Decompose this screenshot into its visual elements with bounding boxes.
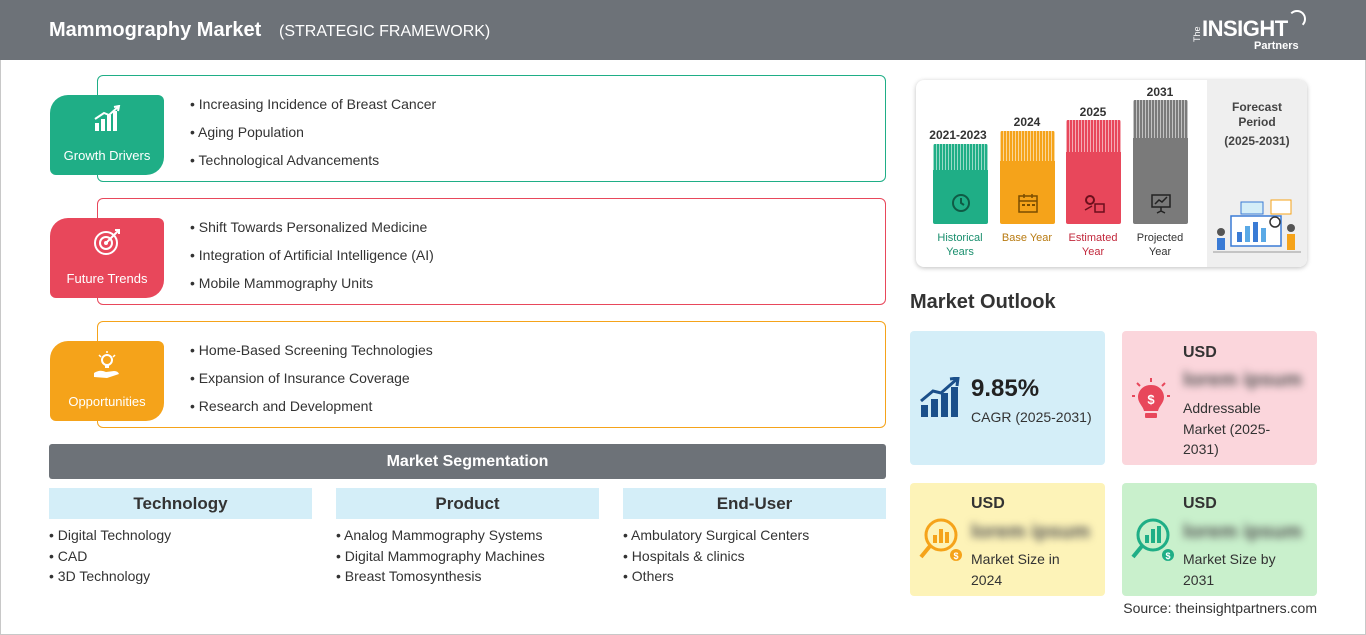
list-item: Shift Towards Personalized Medicine	[190, 217, 434, 245]
bar-base	[1000, 131, 1055, 224]
bar-growth-icon	[94, 105, 121, 131]
list-item: Breast Tomosynthesis	[336, 566, 599, 587]
list-item: Research and Development	[190, 396, 433, 424]
list-item: Mobile Mammography Units	[190, 273, 434, 301]
bar-stripes	[1133, 100, 1188, 138]
opportunities-list: Home-Based Screening Technologies Expans…	[190, 340, 433, 424]
source-credit: Source: theinsightpartners.com	[1123, 600, 1317, 616]
list-item: Digital Mammography Machines	[336, 546, 599, 567]
bar-label: Historical Years	[937, 232, 983, 258]
size-2031-value: lorem ipsum	[1183, 521, 1302, 543]
growth-drivers-list: Increasing Incidence of Breast Cancer Ag…	[190, 94, 436, 178]
logo-arc-icon	[1288, 10, 1306, 28]
market-size-2024-card: $ USD lorem ipsum Market Size in 2024	[910, 483, 1105, 596]
list-item: Aging Population	[190, 122, 436, 150]
list-item: Others	[623, 566, 886, 587]
future-trends-box: Shift Towards Personalized Medicine Inte…	[97, 198, 886, 305]
segment-end-user: End-User Ambulatory Surgical Centers Hos…	[623, 488, 886, 587]
badge-label: Growth Drivers	[63, 148, 151, 163]
market-size-2031-card: $ USD lorem ipsum Market Size by 2031	[1122, 483, 1317, 596]
cagr-card: 9.85% CAGR (2025-2031)	[910, 331, 1105, 465]
cagr-label: CAGR (2025-2031)	[971, 409, 1092, 425]
size-2024-value: lorem ipsum	[971, 521, 1090, 543]
lightbulb-dollar-icon: $	[1132, 378, 1170, 418]
logo-the-text: The	[1192, 26, 1202, 42]
bar-stripes	[1000, 131, 1055, 161]
bar-estimated	[1066, 120, 1121, 224]
size-2031-currency: USD	[1183, 495, 1217, 512]
segment-heading: Technology	[49, 488, 312, 519]
market-outlook-title: Market Outlook	[910, 291, 1056, 313]
forecast-period-panel: Forecast Period (2025-2031)	[1207, 80, 1307, 267]
logo-main-text: INSIGHT	[1202, 16, 1288, 41]
size-2031-label: Market Size by 2031	[1183, 551, 1276, 588]
bar-year: 2021-2023	[929, 128, 987, 142]
size-2024-label: Market Size in 2024	[971, 551, 1060, 588]
target-icon	[94, 229, 120, 255]
forecast-line-1: Forecast	[1231, 100, 1283, 114]
forecast-line-2: Period	[1238, 115, 1276, 129]
estimate-gear-icon	[1084, 195, 1105, 213]
bar-stripes	[1066, 120, 1121, 152]
list-item: Expansion of Insurance Coverage	[190, 368, 433, 396]
list-item: Digital Technology	[49, 525, 312, 546]
forecast-line-3: (2025-2031)	[1224, 134, 1290, 148]
bar-label: Base Year	[1001, 232, 1053, 244]
bar-stripes	[933, 144, 988, 170]
analytics-people-icon	[1213, 199, 1301, 253]
growth-drivers-badge: Growth Drivers	[50, 95, 164, 175]
segmentation-title: Market Segmentation	[49, 444, 886, 479]
list-item: Analog Mammography Systems	[336, 525, 599, 546]
segment-heading: End-User	[623, 488, 886, 519]
presentation-chart-icon	[1151, 194, 1171, 214]
insight-partners-logo[interactable]: The INSIGHT Partners	[1190, 10, 1310, 54]
list-item: Home-Based Screening Technologies	[190, 340, 433, 368]
list-item: 3D Technology	[49, 566, 312, 587]
list-item: Ambulatory Surgical Centers	[623, 525, 886, 546]
segment-technology: Technology Digital Technology CAD 3D Tec…	[49, 488, 312, 587]
cagr-value: 9.85%	[971, 375, 1040, 402]
svg-text:$: $	[953, 551, 958, 561]
list-item: CAD	[49, 546, 312, 567]
svg-text:$: $	[1165, 551, 1170, 561]
addressable-market-card: $ USD lorem ipsum Addressable Market (20…	[1122, 331, 1317, 465]
future-trends-list: Shift Towards Personalized Medicine Inte…	[190, 217, 434, 301]
lightbulb-hand-icon	[94, 351, 119, 378]
growth-drivers-box: Increasing Incidence of Breast Cancer Ag…	[97, 75, 886, 182]
opportunities-badge: Opportunities	[50, 341, 164, 421]
list-item: Integration of Artificial Intelligence (…	[190, 245, 434, 273]
bar-year: 2031	[1146, 85, 1174, 99]
segment-product: Product Analog Mammography Systems Digit…	[336, 488, 599, 587]
svg-text:$: $	[1147, 392, 1155, 407]
history-clock-icon	[952, 194, 970, 212]
future-trends-badge: Future Trends	[50, 218, 164, 298]
addressable-currency: USD	[1183, 344, 1217, 361]
bar-label: Projected Year	[1136, 232, 1184, 258]
magnifier-chart-icon: $	[919, 518, 962, 561]
header-bar: Mammography Market (STRATEGIC FRAMEWORK)…	[0, 0, 1366, 60]
logo-partners-text: Partners	[1254, 40, 1299, 52]
list-item: Increasing Incidence of Breast Cancer	[190, 94, 436, 122]
bar-projected	[1133, 100, 1188, 224]
bar-label: Estimated Year	[1068, 232, 1118, 258]
bar-year: 2024	[1013, 115, 1041, 129]
segment-heading: Product	[336, 488, 599, 519]
calendar-icon	[1018, 194, 1038, 213]
list-item: Technological Advancements	[190, 150, 436, 178]
growth-chart-icon	[920, 377, 960, 417]
list-item: Hospitals & clinics	[623, 546, 886, 567]
size-2024-currency: USD	[971, 495, 1005, 512]
page-title: Mammography Market	[49, 19, 262, 41]
page-subtitle: (STRATEGIC FRAMEWORK)	[279, 23, 491, 40]
bar-year: 2025	[1079, 105, 1107, 119]
addressable-label: Addressable Market (2025-2031)	[1183, 400, 1271, 457]
magnifier-growth-icon: $	[1131, 518, 1174, 561]
badge-label: Future Trends	[66, 271, 148, 286]
addressable-value: lorem ipsum	[1183, 369, 1302, 391]
badge-label: Opportunities	[68, 394, 146, 409]
opportunities-box: Home-Based Screening Technologies Expans…	[97, 321, 886, 428]
